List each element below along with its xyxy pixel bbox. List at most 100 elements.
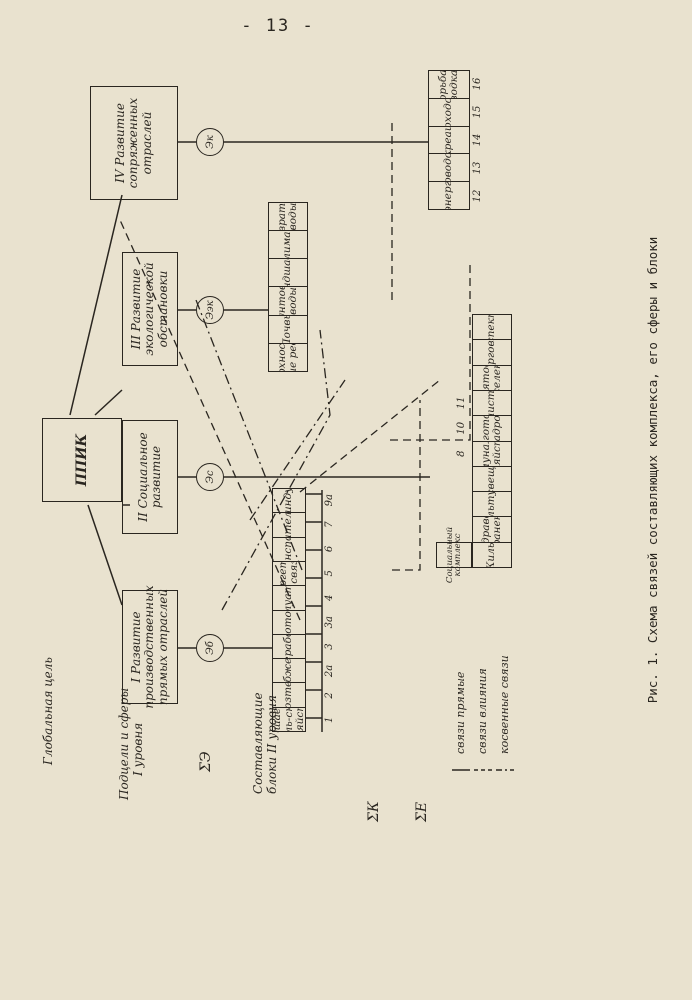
eco-cell-2: Почвы — [269, 314, 307, 343]
figure-caption: Рис. 1. Схема связей составляющих компле… — [645, 236, 660, 704]
sum-e2-label: ΣЕ — [414, 801, 430, 822]
block1-num-8: 6 — [324, 545, 335, 553]
subgoal-label-1: I Развитие производственных прямых отрас… — [128, 585, 170, 709]
social-cell-9: Торговля — [473, 339, 511, 365]
social-num-8 — [456, 365, 467, 390]
social-num-7: 11 — [456, 396, 467, 410]
subgoal-label-3: III Развитие экологической обстановки — [128, 262, 170, 356]
page-number: - 13 - — [241, 16, 315, 36]
legend-dashed-label: связи влияния — [476, 668, 489, 754]
indirect-line-3 — [195, 299, 303, 571]
social-num-10 — [456, 314, 467, 339]
root-label: ППИК — [74, 433, 90, 487]
eco-cell-5: Климат — [269, 230, 307, 259]
adj-cell-3: Рекреация — [429, 125, 469, 154]
social-num-9 — [456, 339, 467, 364]
block1-cell-3: Снабжение — [273, 658, 305, 683]
social-cell-8: Занятость населения — [473, 364, 511, 390]
block1-cell-10: Стройиндустрия — [273, 489, 305, 512]
node-ek: Эк — [196, 128, 224, 156]
block1-cell-9: Строительство — [273, 512, 305, 537]
block1-cell-5: Заготовка — [273, 609, 305, 634]
block-social: Жилье Здраво-охранение Культура Просвеще… — [472, 314, 512, 568]
node-es: Эс — [196, 463, 224, 491]
adj-num-1: 12 — [472, 189, 483, 203]
influence-line-2 — [392, 400, 421, 571]
influence-line-1 — [119, 219, 301, 621]
root-box: ППИК — [42, 418, 122, 502]
social-num-3 — [456, 492, 467, 517]
social-cell-3: Культура — [473, 491, 511, 517]
influence-line-5 — [299, 379, 441, 493]
block1-num-1: 1 — [324, 716, 335, 723]
subgoal-label-2: II Социальное развитие — [135, 432, 163, 522]
block1-cell-1: Орошаемое сель-ское хозяйство — [273, 706, 305, 731]
legend-solid-label: связи прямые — [454, 671, 467, 754]
block1-num-10: 9а — [324, 493, 335, 507]
social-num-6: 10 — [456, 421, 467, 435]
social-cell-1: Жилье — [473, 541, 511, 567]
influence-line-3 — [390, 260, 471, 441]
link-root-sg1 — [87, 504, 123, 606]
social-numbers: 8 10 11 — [456, 314, 467, 568]
indirect-line-2 — [249, 379, 346, 521]
adj-num-3: 14 — [472, 133, 483, 147]
block1-num-2: 2 — [324, 692, 335, 699]
block1-num-3: 2а — [324, 664, 335, 678]
adj-cell-2: Рыбоводство — [429, 153, 469, 182]
social-num-5: 8 — [456, 450, 467, 457]
social-num-1 — [456, 543, 467, 568]
adj-cell-4: Судоходство — [429, 97, 469, 126]
social-cell-7: Администрация — [473, 389, 511, 416]
social-cell-10: Перспектива — [473, 315, 511, 339]
subgoal-box-2: II Социальное развитие — [122, 420, 178, 534]
legend-dashdot-label: косвенные связи — [498, 655, 511, 754]
subgoal-box-3: III Развитие экологической обстановки — [122, 252, 178, 366]
adj-numbers: 12 13 14 15 16 — [472, 70, 483, 210]
node-eek: Ээк — [196, 296, 224, 324]
sum-k-label: ΣК — [366, 801, 382, 822]
block1-num-5: 3а — [324, 616, 335, 629]
link-root-sg4 — [69, 194, 123, 416]
adj-num-2: 13 — [472, 161, 483, 175]
eco-cell-4: Ландшафт — [269, 258, 307, 287]
adj-cell-5: Борьба с паводками — [436, 71, 460, 98]
block1-num-9: 7 — [324, 521, 335, 528]
block1-num-6: 4 — [324, 594, 335, 601]
block1-ticks — [306, 493, 322, 719]
block1-cell-7: Энергетика и связь — [273, 560, 305, 586]
block1-cell-2: Сельхозтехника — [273, 682, 305, 707]
block-ecology: Поверхностные водные ресурсы Почвы Грунт… — [268, 202, 308, 372]
social-cell-6: Подготовка кадров — [473, 415, 511, 441]
subgoal-box-4: IV Развитие сопряженных отраслей — [90, 86, 178, 200]
eco-cell-6: Возвратные воды — [276, 202, 299, 231]
block1-numbers: 1 2 2а 3 3а 4 5 6 7 9а — [324, 488, 335, 732]
block1-cell-8: Транспорт — [273, 536, 305, 561]
global-goal-label: Глобальная цель — [41, 657, 55, 765]
block1-cell-4: Переработка — [273, 633, 305, 659]
adj-cell-1: Гидроэнергетика — [429, 181, 469, 209]
social-num-2 — [456, 517, 467, 542]
eco-cell-1: Поверхностные водные ресурсы — [269, 342, 307, 371]
adj-num-5: 16 — [472, 77, 483, 91]
node-eb: Эб — [196, 634, 224, 662]
adj-num-4: 15 — [472, 105, 483, 119]
sum-e-label: ΣЭ — [198, 751, 214, 772]
social-num-4 — [456, 466, 467, 491]
link-root-sg3 — [94, 389, 123, 416]
subgoal-label-4: IV Развитие сопряженных отраслей — [112, 97, 154, 189]
block-production: Орошаемое сель-ское хозяйство Сельхозтех… — [272, 488, 306, 732]
block1-num-7: 5 — [324, 570, 335, 577]
social-cell-4: Просвещение — [473, 465, 511, 492]
indirect-line-1 — [221, 329, 331, 611]
block-adjacent: Гидроэнергетика Рыбоводство Рекреация Су… — [428, 70, 470, 210]
social-cell-2: Здраво-охранение — [473, 516, 511, 542]
level2-title-line1: Составляющие — [251, 692, 265, 794]
subgoal-box-1: I Развитие производственных прямых отрас… — [122, 585, 178, 709]
social-cell-5: Коммунальное хозяйство — [473, 440, 511, 466]
block1-num-4: 3 — [324, 643, 335, 650]
eco-cell-3: Грунтовые воды — [269, 286, 307, 315]
